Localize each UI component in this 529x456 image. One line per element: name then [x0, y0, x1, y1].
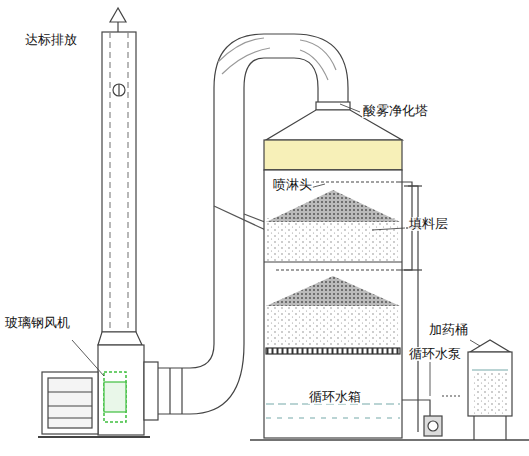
part-label: 酸雾净化塔 [362, 104, 429, 118]
part-label: 喷淋头 [272, 178, 313, 192]
part-label: 循环水箱 [308, 390, 362, 404]
part-label: 加药桶 [428, 323, 469, 337]
part-label: 循环水泵 [408, 347, 462, 361]
caption-label: 达标排放 [24, 33, 78, 47]
part-label: 玻璃钢风机 [4, 316, 71, 330]
part-label: 填料层 [408, 217, 449, 231]
